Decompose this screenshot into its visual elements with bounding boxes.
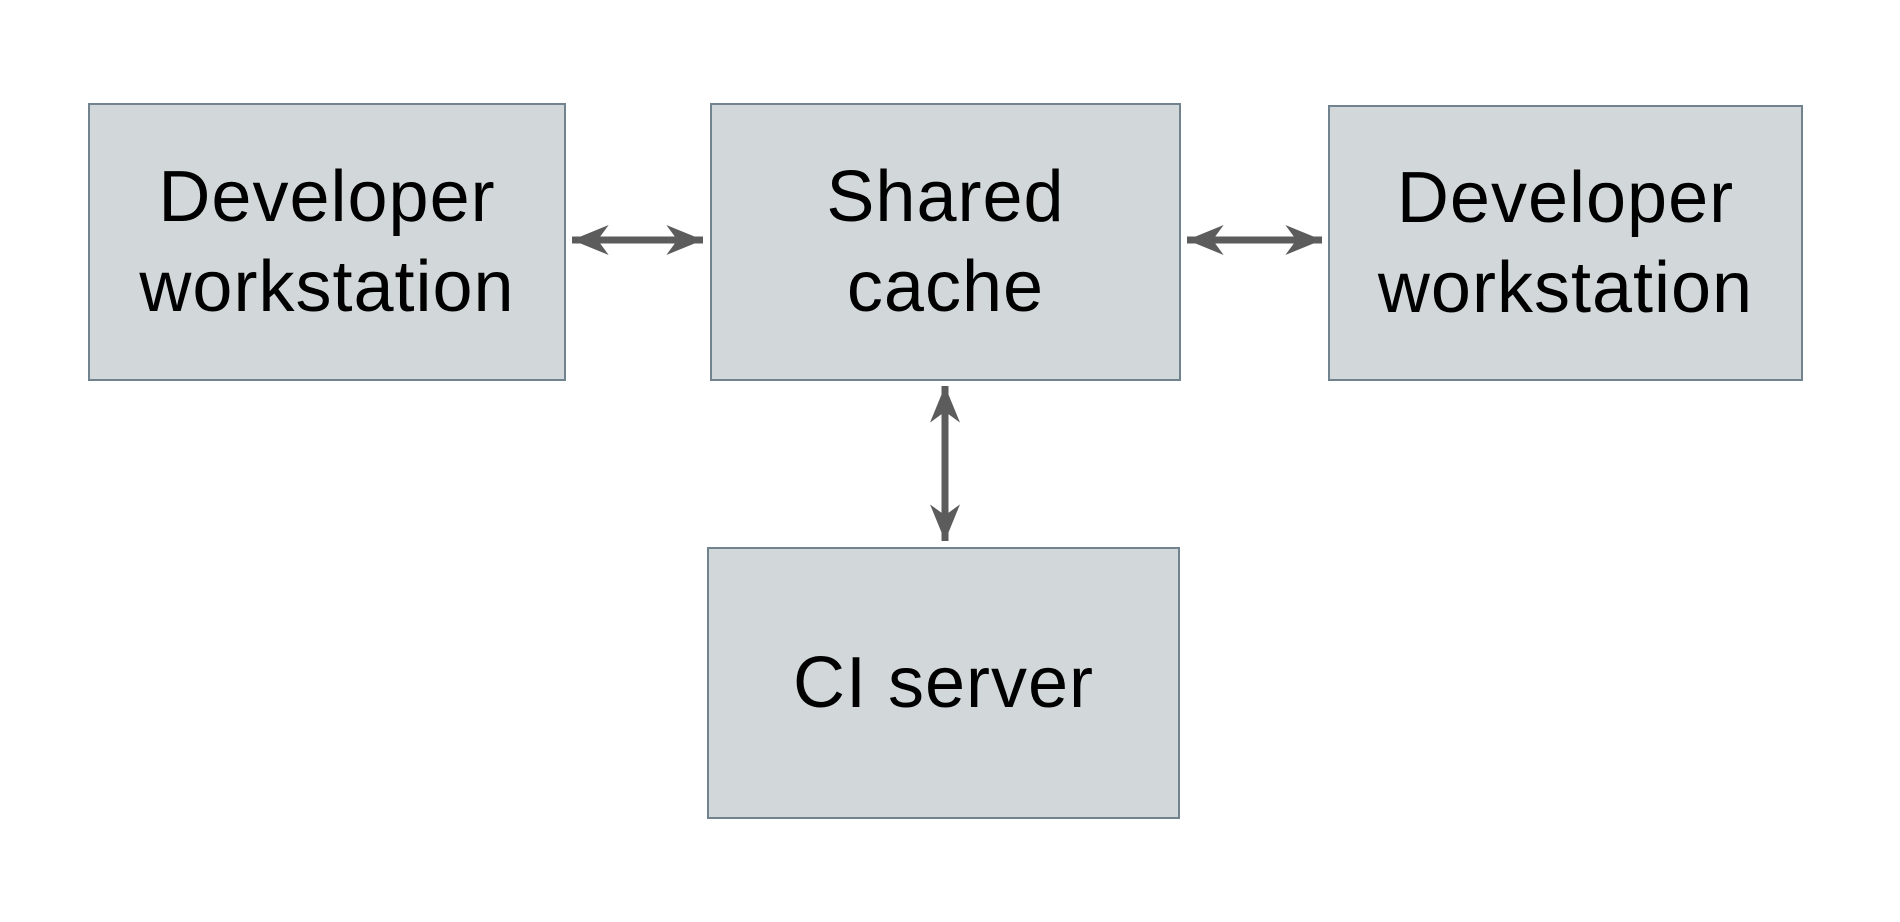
node-label-shared-cache: Shared cache: [826, 157, 1065, 327]
node-ci-server: CI server: [707, 547, 1180, 819]
node-shared-cache: Shared cache: [710, 103, 1181, 381]
node-label-developer-workstation-left: Developer workstation: [139, 157, 515, 327]
node-developer-workstation-right: Developer workstation: [1328, 105, 1803, 381]
node-developer-workstation-left: Developer workstation: [88, 103, 566, 381]
node-label-ci-server: CI server: [792, 643, 1095, 723]
node-label-developer-workstation-right: Developer workstation: [1377, 158, 1754, 328]
